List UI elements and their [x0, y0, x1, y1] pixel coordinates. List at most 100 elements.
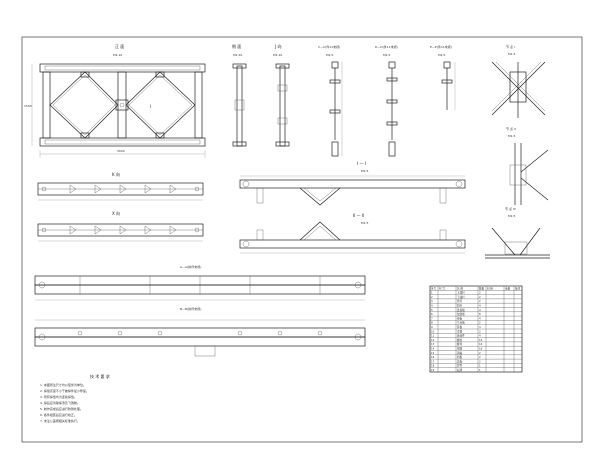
parts-table-cell: 16	[479, 347, 483, 351]
parts-table-cell: 4	[479, 308, 481, 312]
parts-table-cell: 8	[479, 312, 481, 316]
d-section: D—D(件11未视) M1:5	[375, 44, 398, 157]
parts-table-cell: 2	[431, 295, 433, 299]
parts-table-header: 数量	[479, 286, 485, 290]
parts-table-cell: 螺母	[457, 342, 463, 346]
section-2-title: II — II	[353, 213, 364, 218]
sheet-border	[21, 36, 583, 443]
parts-table-cell: 加劲板	[457, 312, 465, 316]
front-view-scale: M1:10	[113, 53, 122, 57]
front-width-dim: 3000	[117, 149, 125, 153]
parts-table-cell: 12	[431, 338, 435, 342]
parts-table-cell: 16	[479, 342, 483, 346]
parts-table-cell: 1	[479, 364, 481, 368]
front-view: 正 面 M1:10 I	[24, 44, 206, 158]
c-section-title: C—C(件11未视)	[318, 44, 340, 49]
node-ii-scale: M1:5	[508, 134, 516, 138]
parts-table-cell: 销轴	[457, 351, 463, 355]
parts-table-header: 备注	[515, 286, 521, 290]
parts-table-cell: 3	[431, 299, 433, 303]
parts-table-header: 重量	[505, 286, 511, 290]
parts-table-cell: 2	[479, 355, 481, 359]
front-height-dim: 1500	[24, 104, 32, 108]
note-item: 5. 制作完成后应进行防锈处理。	[40, 406, 83, 411]
j-view: J 向 M1:10	[273, 43, 290, 147]
parts-table-cell: 2	[479, 359, 481, 363]
k-view: K 向	[37, 171, 204, 201]
node-i: 节 点 I M1:5	[491, 44, 546, 118]
d-section-title: D—D(件11未视)	[375, 44, 398, 49]
parts-table-header: 序号	[431, 286, 437, 290]
node-ii: 节 点 II M1:5	[506, 126, 549, 205]
c-section-scale: M1:5	[326, 53, 334, 57]
parts-table-cell: 8	[431, 321, 433, 325]
parts-table-cell: 竖杆	[457, 299, 463, 303]
parts-table-header: 材 料	[487, 286, 493, 290]
b-chord: B—B(拼杆未视)	[34, 306, 366, 357]
parts-table-cell: 4	[479, 316, 481, 320]
j-view-scale: M1:10	[273, 53, 282, 57]
note-item: 2. 焊缝高度不小于被焊件最小厚度。	[40, 388, 89, 393]
parts-table-cell: 盖板	[457, 359, 463, 363]
e-section: E—E(件11未视) M1:5	[430, 44, 456, 110]
parts-table-cell: 垫板	[457, 316, 463, 320]
b-chord-title: B—B(拼杆未视)	[180, 306, 201, 311]
section-2: II — II M1:5	[239, 213, 466, 254]
parts-table-cell: 2	[479, 291, 481, 295]
parts-table-cell: 斜杆	[457, 304, 463, 308]
note-item: 4. 焊后应清除焊渣及飞溅物。	[40, 400, 80, 405]
parts-table-cell: 4	[479, 325, 481, 329]
parts-table-cell: 标牌	[457, 368, 463, 372]
parts-table-cell: 6	[431, 312, 433, 316]
parts-table-cell: 支撑	[457, 329, 463, 333]
parts-table-cell: 10	[431, 329, 435, 333]
node-iii-scale: M1:5	[508, 214, 516, 218]
parts-table-cell: 上弦杆	[457, 291, 465, 295]
note-item: 3. 所有焊缝均为连续焊缝。	[40, 394, 77, 399]
e-section-scale: M1:5	[438, 53, 446, 57]
parts-table-cell: 17	[431, 359, 435, 363]
section-1: I — I M1:5	[239, 161, 466, 206]
front-view-title: 正 面	[115, 44, 124, 49]
parts-table-cell: 16	[479, 338, 483, 342]
parts-table-cell: 垫圈	[457, 347, 463, 351]
parts-table-cell: 19	[431, 368, 435, 372]
parts-table-header: 代 号	[439, 286, 445, 290]
parts-table-cell: 2	[479, 351, 481, 355]
parts-table-cell: 2	[479, 295, 481, 299]
parts-table-cell: 11	[431, 334, 435, 338]
note-item: 6. 各件组装后应进行校正。	[40, 412, 77, 417]
e-section-title: E—E(件11未视)	[430, 44, 452, 49]
parts-table-cell: 5	[431, 308, 433, 312]
side-view-scale: M1:10	[233, 53, 242, 57]
d-section-scale: M1:5	[383, 53, 391, 57]
x-view-title: X 向	[112, 210, 120, 216]
parts-table-cell: 下弦杆	[457, 295, 465, 299]
side-view-title: 侧 面	[232, 43, 241, 49]
parts-table-cell: 4	[479, 304, 481, 308]
parts-table-cell: 连接件	[457, 334, 465, 338]
parts-table-cell: 18	[431, 364, 435, 368]
parts-table-cell: 2	[479, 329, 481, 333]
parts-table-cell: 14	[431, 347, 435, 351]
node-i-title: 节 点 I	[506, 44, 515, 49]
section-2-scale: M1:5	[361, 221, 369, 225]
parts-table-cell: 1	[479, 368, 481, 372]
node-iii: 节 点 III M1:5	[485, 206, 550, 259]
front-center-mark: I	[150, 104, 151, 109]
parts-table-header: 名 称	[457, 286, 463, 290]
notes-title: 技 术 要 求	[90, 373, 110, 379]
parts-table-cell: 螺栓	[457, 338, 463, 342]
node-ii-title: 节 点 II	[506, 126, 516, 131]
j-view-title: J 向	[274, 43, 281, 49]
k-view-title: K 向	[112, 171, 120, 177]
note-item: 1. 本图所注尺寸均以毫米为单位。	[40, 382, 86, 387]
side-view: 侧 面 M1:10	[232, 43, 247, 147]
c-section: C—C(件11未视) M1:5	[318, 44, 343, 157]
parts-table-cell: 连接板	[457, 308, 465, 312]
x-view: X 向	[37, 210, 204, 242]
parts-table-cell: 2	[479, 299, 481, 303]
parts-table-cell: 2	[479, 321, 481, 325]
parts-table-cell: 1	[431, 291, 433, 295]
